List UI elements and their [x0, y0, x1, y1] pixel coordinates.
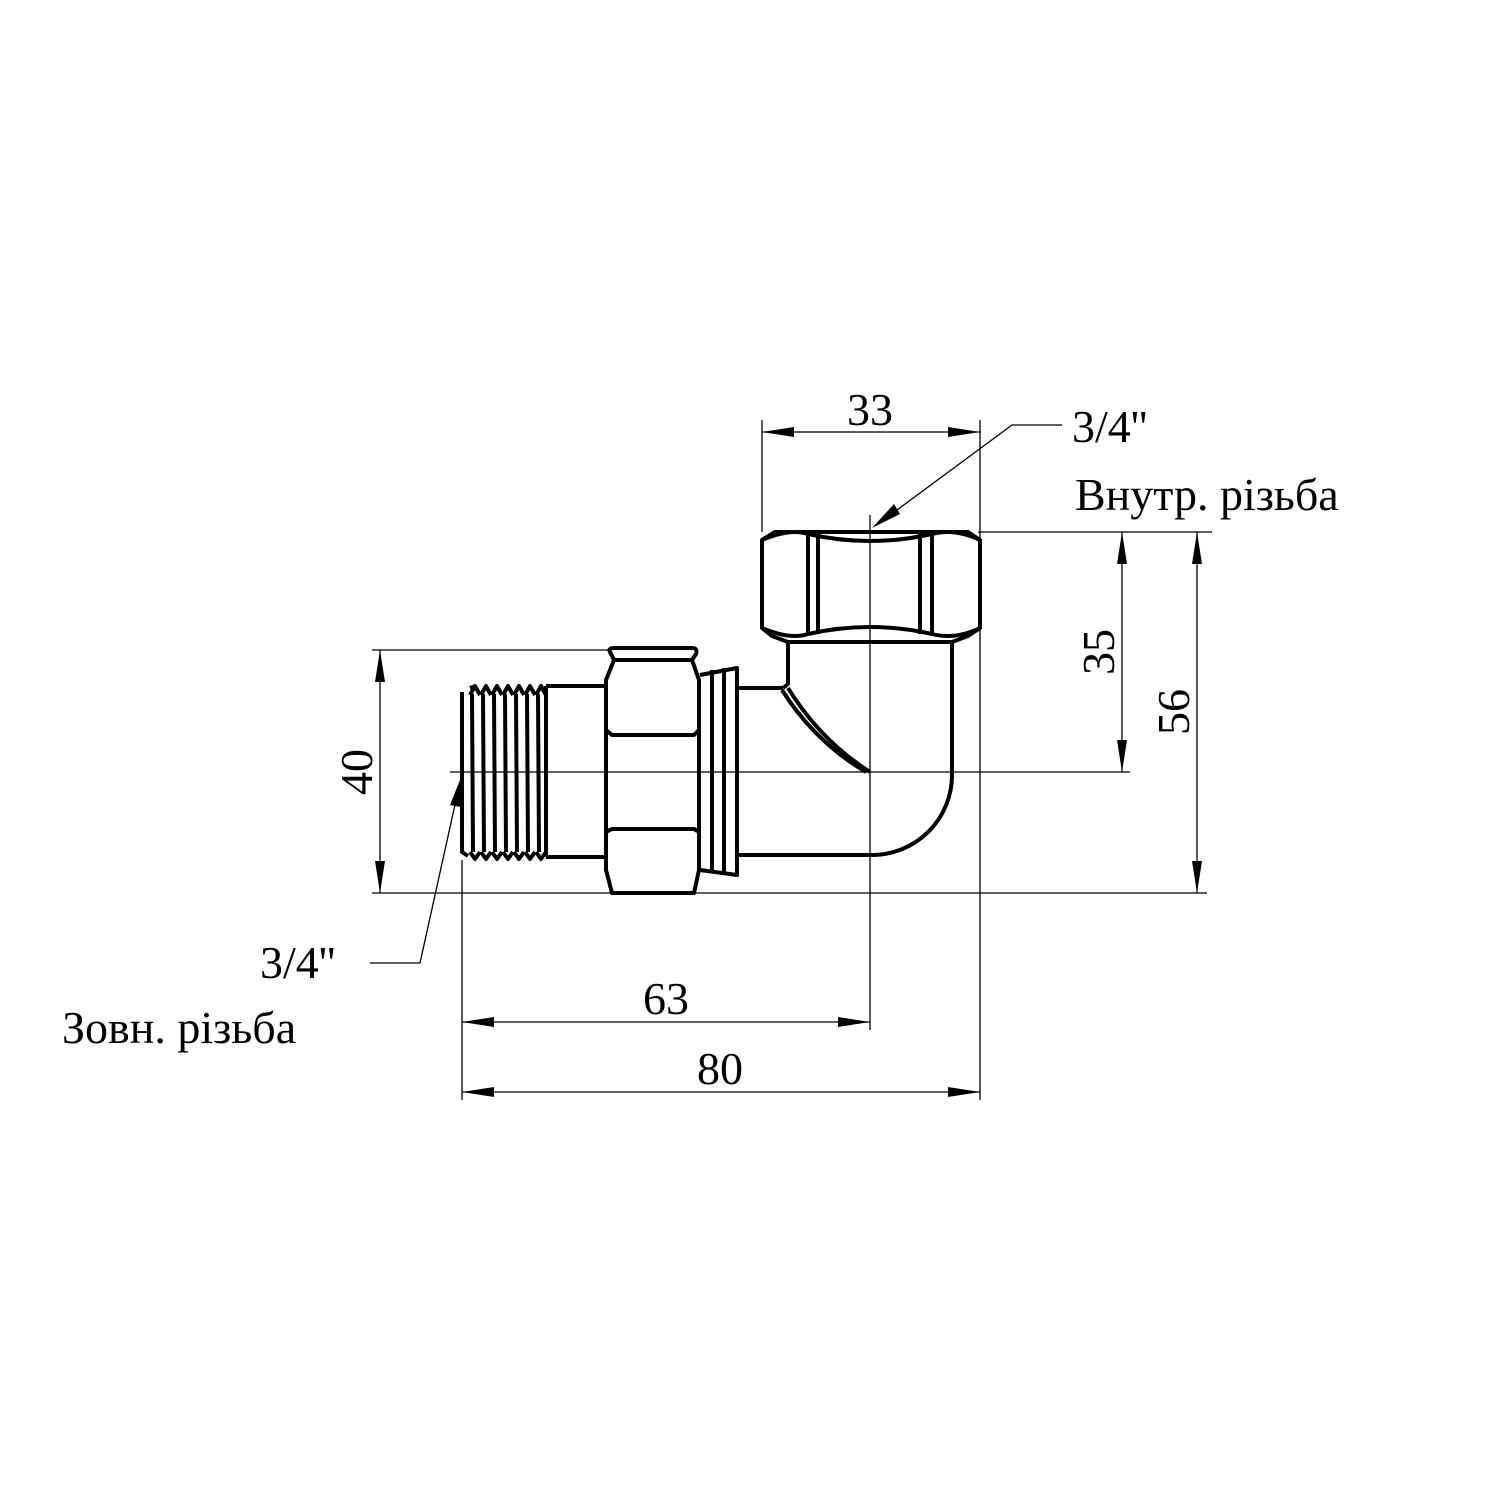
- dimension-40-label: 40: [331, 749, 382, 795]
- internal-thread-size: 3/4'': [1072, 401, 1147, 452]
- thread-tooth: [468, 684, 482, 861]
- dimension-56-label: 56: [1148, 689, 1199, 735]
- dimension-80: [462, 1087, 980, 1097]
- external-thread-label: Зовн. різьба: [62, 1002, 296, 1053]
- dimension-33: [762, 427, 980, 437]
- thread-tooth: [534, 684, 548, 861]
- leader-external-thread: [370, 775, 462, 964]
- shank: [546, 684, 607, 859]
- leader-internal-thread: [872, 424, 1062, 528]
- dimension-40: [375, 650, 385, 893]
- thread-tooth: [501, 684, 515, 861]
- union-thread: [699, 666, 739, 877]
- dimension-35-label: 35: [1073, 629, 1124, 675]
- dimension-80-label: 80: [697, 1043, 743, 1094]
- elbow-body: [737, 640, 954, 857]
- top-hex-nut: [760, 530, 982, 644]
- thread-tooth: [479, 684, 493, 861]
- dimension-33-label: 33: [847, 384, 893, 435]
- external-thread-size: 3/4'': [260, 937, 335, 988]
- union-hex-nut: [604, 646, 701, 895]
- dimension-56: [1192, 532, 1202, 893]
- dimension-35: [1117, 532, 1127, 772]
- male-thread-end: [460, 684, 548, 861]
- thread-tooth: [523, 684, 537, 861]
- thread-tooth: [490, 684, 504, 861]
- extension-lines: [372, 420, 1212, 1100]
- thread-tooth: [512, 684, 526, 861]
- internal-thread-label: Внутр. різьба: [1075, 469, 1339, 520]
- dimension-63-label: 63: [643, 973, 689, 1024]
- dimension-63: [462, 1017, 870, 1027]
